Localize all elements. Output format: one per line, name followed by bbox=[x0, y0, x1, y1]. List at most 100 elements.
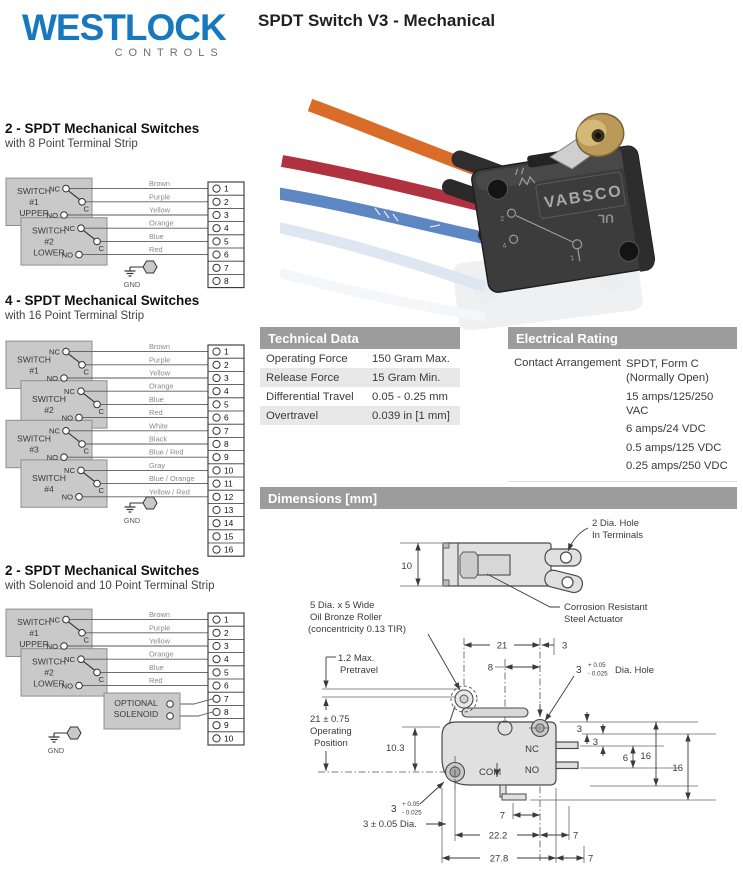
hole-label: In Terminals bbox=[592, 530, 643, 541]
dim-16-b: 16 bbox=[672, 763, 683, 774]
plunger bbox=[459, 551, 479, 579]
switch-label: SWITCH bbox=[17, 434, 51, 444]
operating-label: 21 ± 0.75 bbox=[310, 714, 350, 725]
wire-color-label: Brown bbox=[149, 610, 170, 619]
row-label: Operating Force bbox=[266, 352, 348, 365]
terminal-circle bbox=[212, 668, 221, 677]
gnd-label: GND bbox=[48, 746, 64, 755]
arrangement-line: (Normally Open) bbox=[626, 372, 709, 384]
contact-label-c: C bbox=[99, 244, 105, 253]
terminal-circle bbox=[212, 413, 221, 422]
terminal-circle bbox=[212, 466, 221, 475]
wire-color-label: Blue / Orange bbox=[149, 474, 195, 483]
dim-16-a: 16 bbox=[640, 751, 651, 762]
terminal-number: 7 bbox=[224, 263, 229, 273]
technical-data-panel: Technical Data Operating Force 150 Gram … bbox=[260, 327, 460, 425]
hole-tol-minus: - 0.025 bbox=[588, 671, 608, 678]
wire-color-label: Black bbox=[149, 435, 167, 444]
wire-color-label: Blue bbox=[149, 663, 164, 672]
contact-label-no: NO bbox=[62, 413, 73, 422]
contact-label-nc: NC bbox=[64, 466, 75, 475]
actuator-label: Steel Actuator bbox=[564, 614, 623, 625]
terminal-number: 11 bbox=[224, 479, 233, 489]
terminal-circle bbox=[212, 545, 221, 554]
dim-27-8: 27.8 bbox=[490, 854, 509, 865]
dim-10-3: 10.3 bbox=[386, 743, 405, 754]
wire-color-label: Blue bbox=[149, 395, 164, 404]
switch-side-outline bbox=[441, 721, 557, 786]
terminal-circle bbox=[212, 681, 221, 690]
contact-circle bbox=[78, 361, 86, 369]
terminal-number: 16 bbox=[224, 545, 234, 555]
row-label: Differential Travel bbox=[266, 390, 354, 403]
logo-primary: WESTLOCK bbox=[22, 7, 227, 48]
center-hole bbox=[497, 720, 513, 736]
dim-22-2: 22.2 bbox=[489, 831, 508, 842]
hole-dim: 3 bbox=[576, 665, 582, 676]
wire-color-label: Red bbox=[149, 245, 163, 254]
terminal-circle bbox=[212, 210, 221, 220]
terminal-circle bbox=[212, 439, 221, 449]
solenoid-label: OPTIONAL bbox=[114, 698, 158, 708]
actuator-label: Corrosion Resistant bbox=[564, 602, 648, 613]
terminal-number: 10 bbox=[224, 733, 234, 743]
contact-circle bbox=[60, 211, 68, 219]
table-row: Operating Force 150 Gram Max. bbox=[260, 349, 460, 368]
contact-circle bbox=[93, 400, 101, 409]
switch-label: #2 bbox=[44, 236, 54, 246]
row-value: 150 Gram Max. bbox=[372, 352, 450, 365]
dim-height: 10 bbox=[401, 561, 412, 572]
diagram-3-heading: 2 - SPDT Mechanical Switches with Soleno… bbox=[5, 563, 214, 592]
contact-circle bbox=[75, 413, 83, 422]
terminal-number: 4 bbox=[224, 223, 229, 233]
contact-label-c: C bbox=[84, 367, 90, 376]
wire-color-label: Purple bbox=[149, 355, 170, 364]
dim-7-a: 7 bbox=[500, 811, 505, 822]
terminal-number: 3 bbox=[224, 373, 229, 383]
contact-label-nc: NC bbox=[49, 184, 60, 193]
wire-color-label: Brown bbox=[149, 342, 170, 351]
technical-data-header: Technical Data bbox=[260, 327, 460, 349]
terminal-circle bbox=[212, 197, 221, 206]
contact-circle bbox=[93, 668, 101, 677]
terminal-circle bbox=[212, 694, 221, 703]
terminal-mark: 4 bbox=[502, 242, 507, 250]
contact-label-no: NO bbox=[47, 374, 58, 383]
terminal-number: 7 bbox=[224, 694, 229, 704]
contact-circle bbox=[78, 440, 86, 448]
contact-label-nc: NC bbox=[64, 224, 75, 233]
switch-label: SWITCH bbox=[32, 394, 66, 404]
contact-circle bbox=[75, 250, 83, 259]
terminal-circle bbox=[212, 721, 221, 730]
actuator-window bbox=[477, 554, 511, 576]
rating-line: 6 amps/24 VDC bbox=[626, 423, 706, 435]
terminal-circle bbox=[212, 387, 221, 396]
operating-label: Position bbox=[314, 738, 348, 749]
circuit-engraving bbox=[506, 167, 583, 262]
terminal-number: 9 bbox=[224, 720, 229, 730]
terminal-circle bbox=[212, 615, 221, 624]
contact-circle bbox=[77, 224, 85, 233]
dim-7-b: 7 bbox=[573, 831, 578, 842]
switch-label: #3 bbox=[29, 445, 39, 455]
contact-circle bbox=[93, 479, 101, 488]
switch-label: #1 bbox=[29, 628, 39, 638]
wiring-diagram-solenoid: BrownPurpleYellowOrangeBlueRedNCCNOSWITC… bbox=[5, 608, 245, 755]
gnd-label: GND bbox=[124, 516, 140, 525]
dimension-drawing-top-view: 10 2 Dia. Hole In Terminals Corrosion Re… bbox=[400, 518, 648, 625]
mounting-hole bbox=[487, 178, 509, 200]
contact-label-no: NO bbox=[47, 642, 58, 651]
hole-suffix: Dia. Hole bbox=[615, 665, 654, 676]
pretravel-label: 1.2 Max. bbox=[338, 653, 374, 664]
terminal-tabs bbox=[544, 548, 584, 594]
roller-label: Oil Bronze Roller bbox=[310, 612, 382, 623]
contact-label-c: C bbox=[84, 204, 90, 213]
terminal-mark: 1 bbox=[570, 255, 575, 263]
switch-label: #2 bbox=[44, 667, 54, 677]
terminal-circle bbox=[212, 628, 221, 637]
terminal-number: 2 bbox=[224, 197, 229, 207]
wire-color-label: Yellow / Red bbox=[149, 487, 190, 496]
terminal-number: 3 bbox=[224, 210, 229, 220]
contact-label-c: C bbox=[84, 447, 90, 456]
